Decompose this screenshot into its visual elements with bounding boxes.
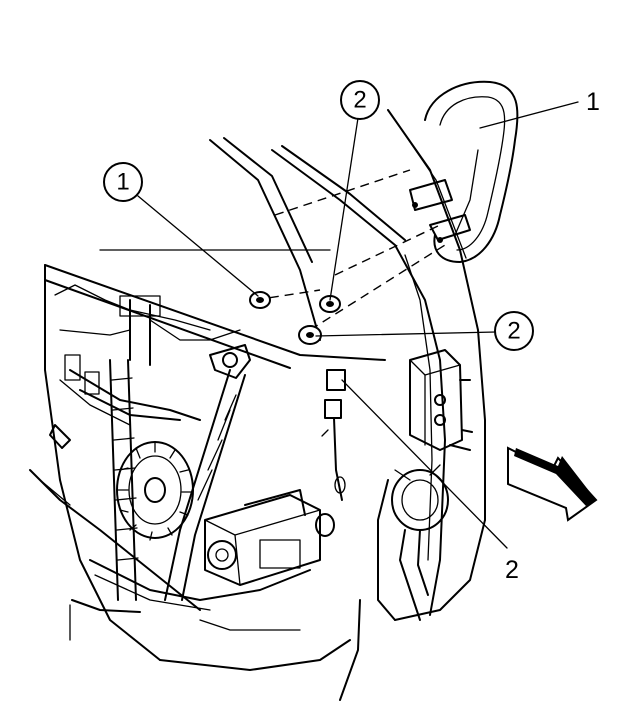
callout-circle-fastener-left: 1 [103, 162, 143, 202]
electrical-connector [321, 369, 346, 501]
callout-number-fastener-left: 1 [116, 169, 129, 196]
wiring-harness [49, 354, 311, 611]
fastener-nut-left [249, 291, 271, 309]
fastener-nut-top [319, 295, 341, 313]
outside-door-handle [409, 80, 519, 263]
leader-lines [137, 101, 579, 549]
window-regulator [109, 295, 251, 601]
lock-module [204, 489, 335, 586]
callout-circle-fastener-top: 2 [340, 80, 380, 120]
harness-grommet [391, 464, 449, 621]
inner-door-panel [29, 249, 386, 671]
callout-label-connector: 2 [505, 556, 519, 584]
callout-label-door-handle: 1 [586, 88, 600, 116]
callout-number-fastener-mid: 2 [507, 318, 520, 345]
fasteners [249, 291, 341, 345]
view-direction-arrow [507, 446, 598, 522]
door-shell [209, 109, 486, 701]
callout-circle-fastener-mid: 2 [494, 311, 534, 351]
callout-number-fastener-top: 2 [353, 87, 366, 114]
regulator-motor [116, 441, 194, 541]
fastener-nut-mid [298, 325, 322, 345]
door-latch-bracket [409, 349, 473, 451]
hidden-lines [254, 169, 446, 331]
